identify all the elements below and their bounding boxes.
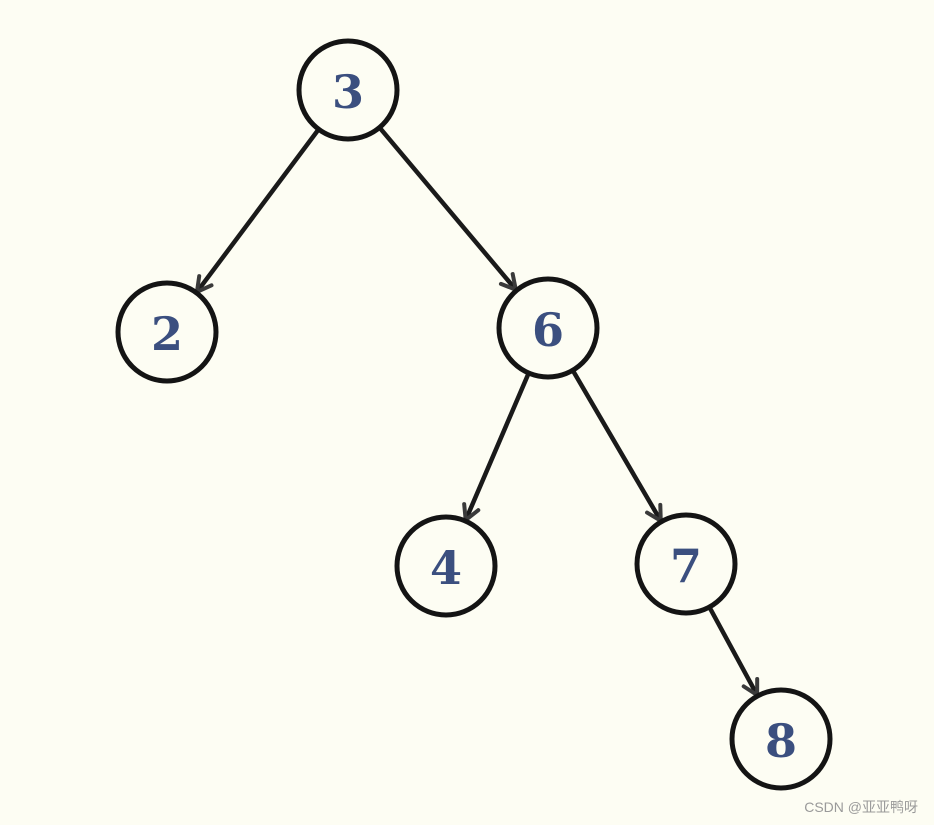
- node-label: 3: [332, 65, 364, 119]
- edge-n3-n2: [194, 128, 320, 295]
- edge-n6-n4: [462, 372, 531, 523]
- edge-line: [194, 128, 320, 295]
- tree-node-4: 4: [394, 514, 498, 618]
- node-circle: [296, 38, 400, 142]
- edge-line: [571, 369, 664, 524]
- node-label: 7: [670, 539, 702, 593]
- node-circle: [115, 280, 219, 384]
- node-label: 4: [430, 541, 462, 595]
- edges-layer: [194, 126, 760, 698]
- node-circle: [394, 514, 498, 618]
- edge-n7-n8: [708, 606, 760, 698]
- tree-node-6: 6: [496, 276, 600, 380]
- edge-n6-n7: [571, 369, 664, 524]
- tree-node-3: 3: [296, 38, 400, 142]
- watermark-text: CSDN @亚亚鸭呀: [804, 799, 918, 815]
- edge-line: [708, 606, 760, 698]
- edge-n3-n6: [378, 126, 519, 292]
- node-circle: [729, 687, 833, 791]
- edge-line: [378, 126, 519, 292]
- tree-node-7: 7: [634, 512, 738, 616]
- node-circle: [496, 276, 600, 380]
- nodes-layer: 3 2 6 4 7 8: [115, 38, 833, 791]
- node-circle: [634, 512, 738, 616]
- node-label: 8: [765, 714, 797, 768]
- node-label: 6: [532, 303, 564, 357]
- node-label: 2: [151, 307, 183, 361]
- tree-node-8: 8: [729, 687, 833, 791]
- tree-node-2: 2: [115, 280, 219, 384]
- edge-line: [463, 372, 531, 523]
